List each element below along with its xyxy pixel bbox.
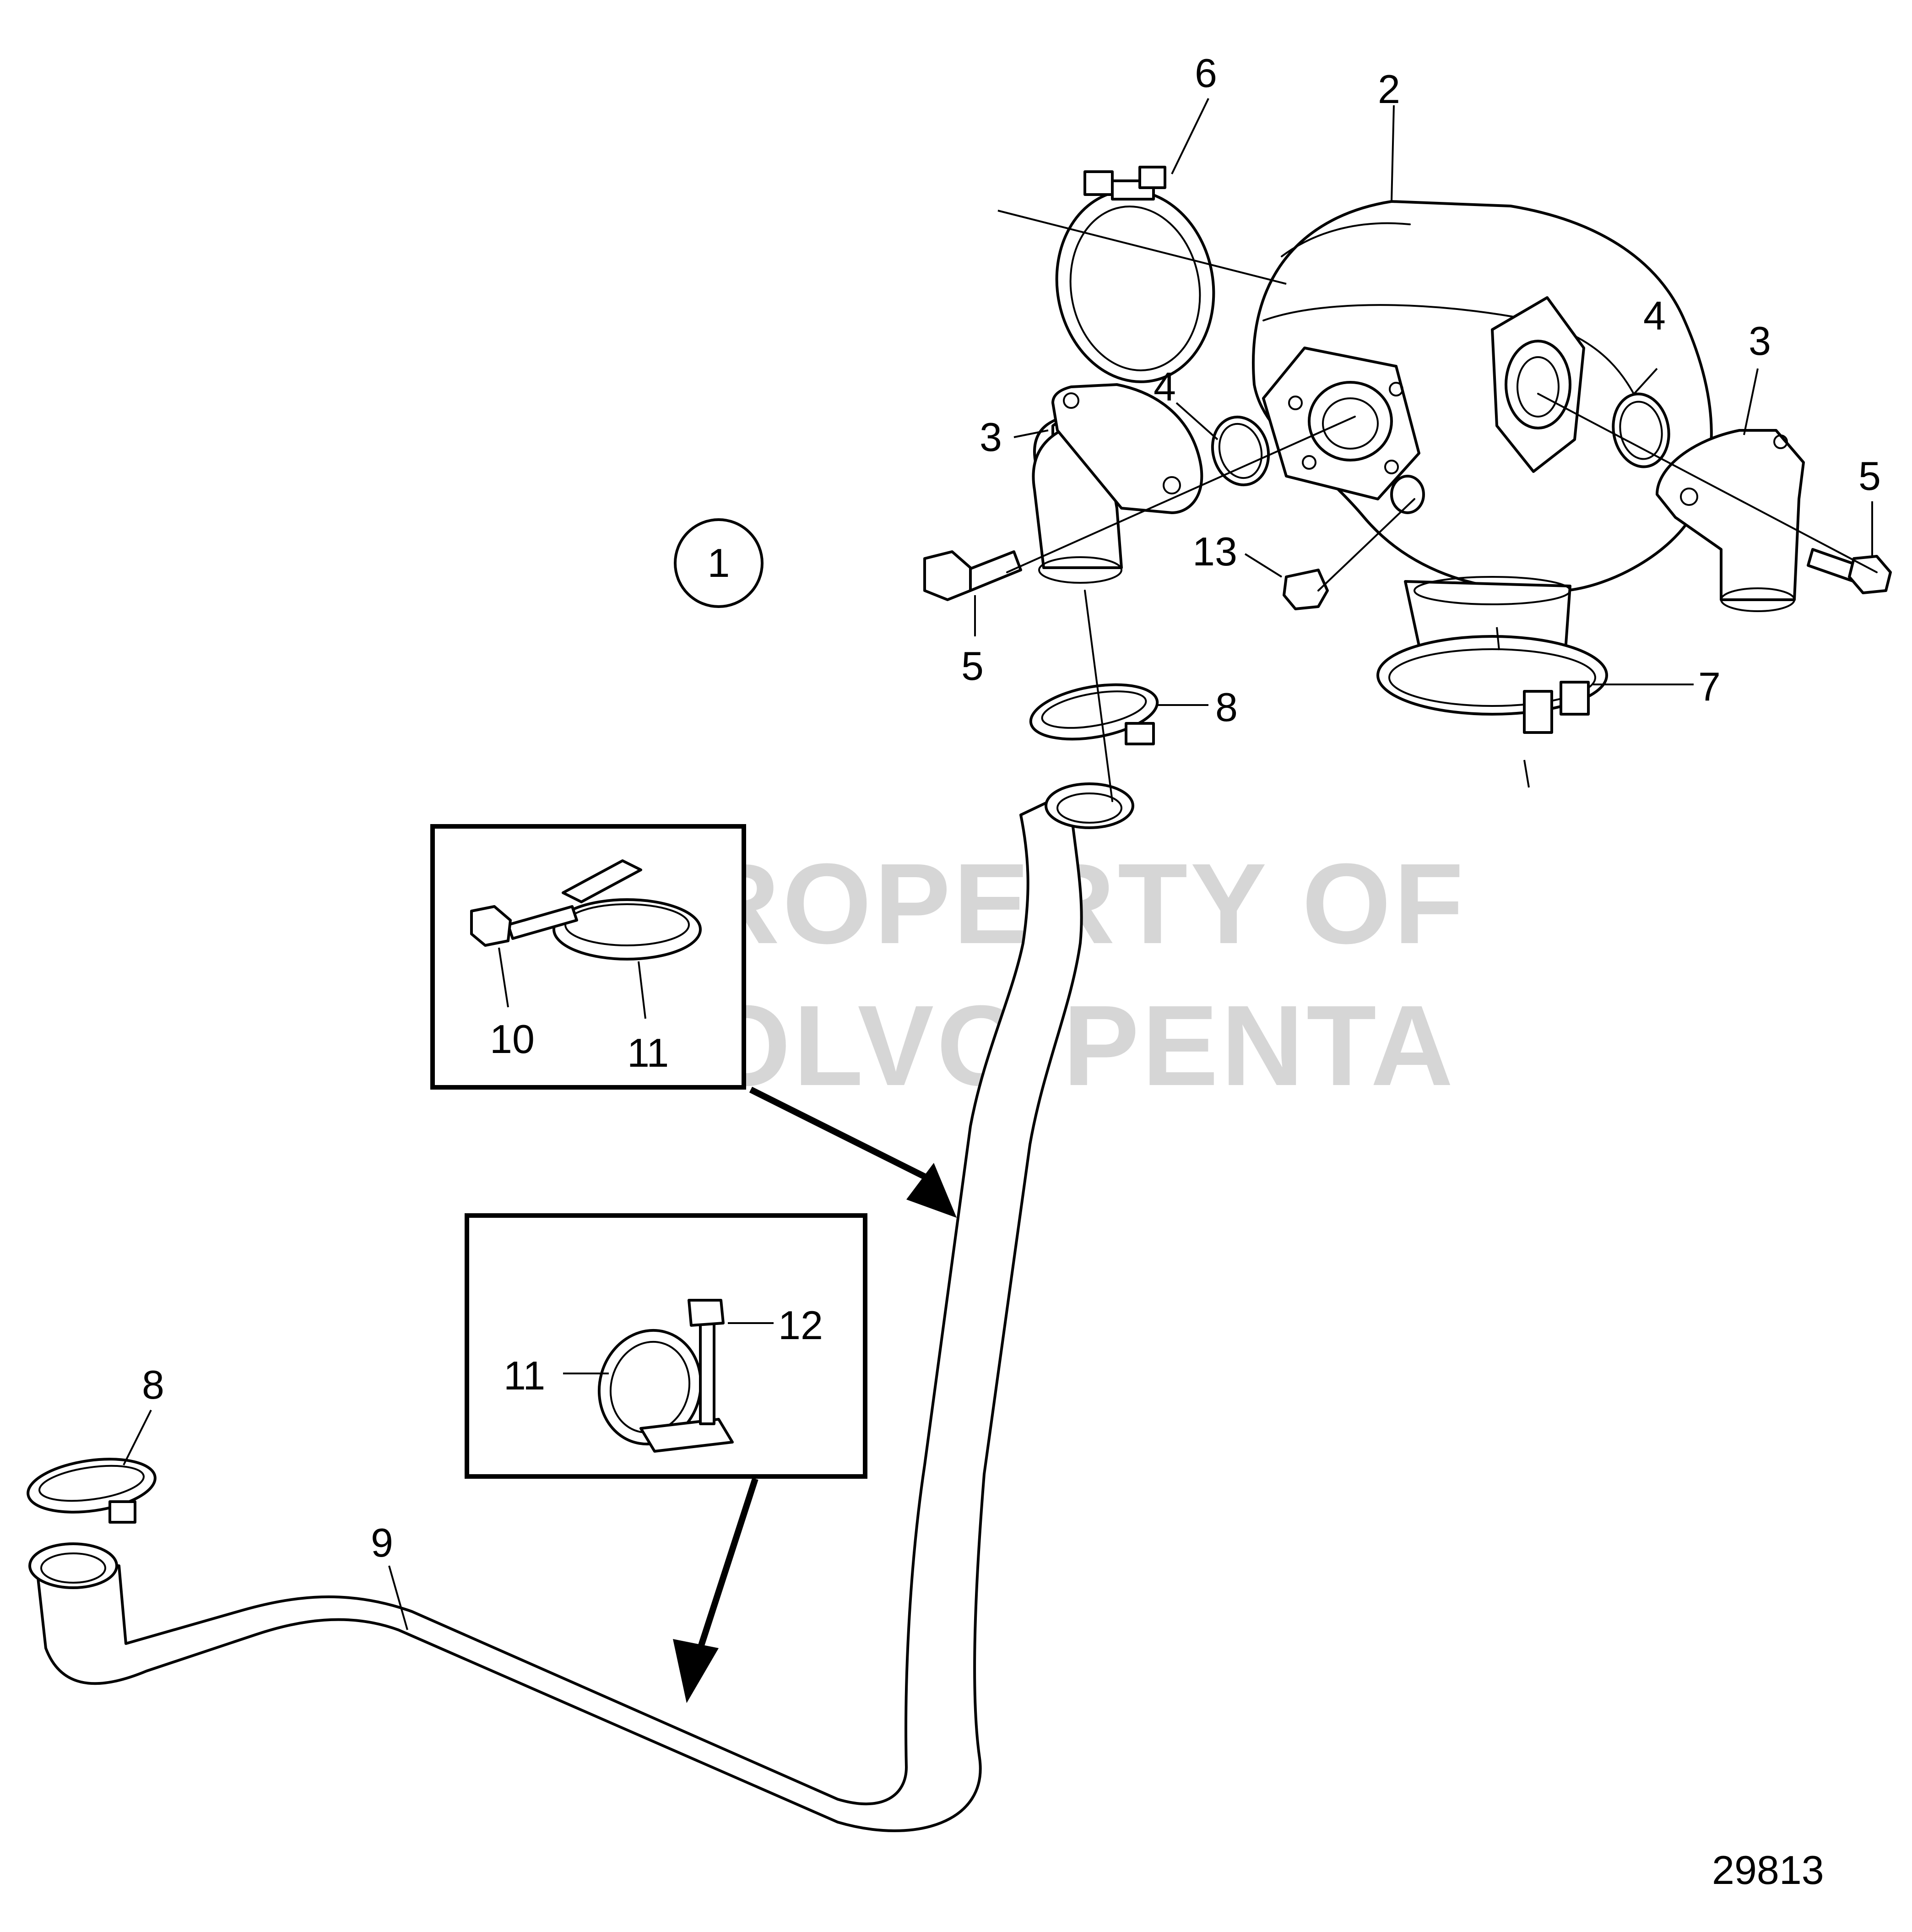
riser-elbow-2 xyxy=(1252,200,1713,651)
v-band-clamp-6 xyxy=(997,166,1287,383)
callout-4-right: 4 xyxy=(1643,293,1666,338)
bolt-5-left xyxy=(923,550,1022,601)
callout-8-top: 8 xyxy=(1215,684,1238,730)
leader-lines xyxy=(123,98,1873,1630)
callout-2: 2 xyxy=(1378,66,1400,112)
o-ring-4-right xyxy=(1612,392,1670,468)
bolt-5-right xyxy=(1807,548,1892,594)
group-marker: 1 xyxy=(674,518,764,608)
callout-7: 7 xyxy=(1698,664,1721,709)
callout-13: 13 xyxy=(1192,529,1237,574)
detail-inset-bottom: 12 11 xyxy=(465,1213,867,1479)
callout-labels: 2 6 3 3 4 4 5 5 13 8 7 8 9 29813 xyxy=(142,50,1881,1893)
callout-5-right: 5 xyxy=(1858,453,1881,499)
callout-4-left: 4 xyxy=(1154,364,1176,409)
callout-6: 6 xyxy=(1195,50,1217,96)
elbow-3-left xyxy=(1032,383,1203,584)
callout-5-left: 5 xyxy=(961,643,984,689)
callout-11-top: 11 xyxy=(627,1030,669,1075)
figure-number: 29813 xyxy=(1712,1847,1824,1893)
callout-11-bottom: 11 xyxy=(504,1353,545,1398)
arrow-icon xyxy=(673,1086,957,1703)
callout-3-left: 3 xyxy=(980,414,1002,460)
callout-10: 10 xyxy=(490,1016,535,1062)
callout-3-right: 3 xyxy=(1749,318,1771,364)
assembly-lines xyxy=(1006,393,1878,802)
v-band-clamp-7 xyxy=(1376,627,1608,788)
hose-9 xyxy=(28,782,1134,1832)
callout-8-left: 8 xyxy=(142,1362,164,1407)
group-marker-label: 1 xyxy=(708,540,730,586)
elbow-3-right xyxy=(1656,429,1805,612)
plug-13 xyxy=(1283,569,1329,610)
o-ring-4-left xyxy=(1211,415,1270,487)
callout-12: 12 xyxy=(778,1302,823,1348)
callout-9: 9 xyxy=(371,1520,393,1565)
hose-clamp-8-top xyxy=(1029,683,1159,745)
hose-clamp-8-left xyxy=(27,1458,157,1524)
detail-inset-top: 10 11 xyxy=(430,824,746,1090)
